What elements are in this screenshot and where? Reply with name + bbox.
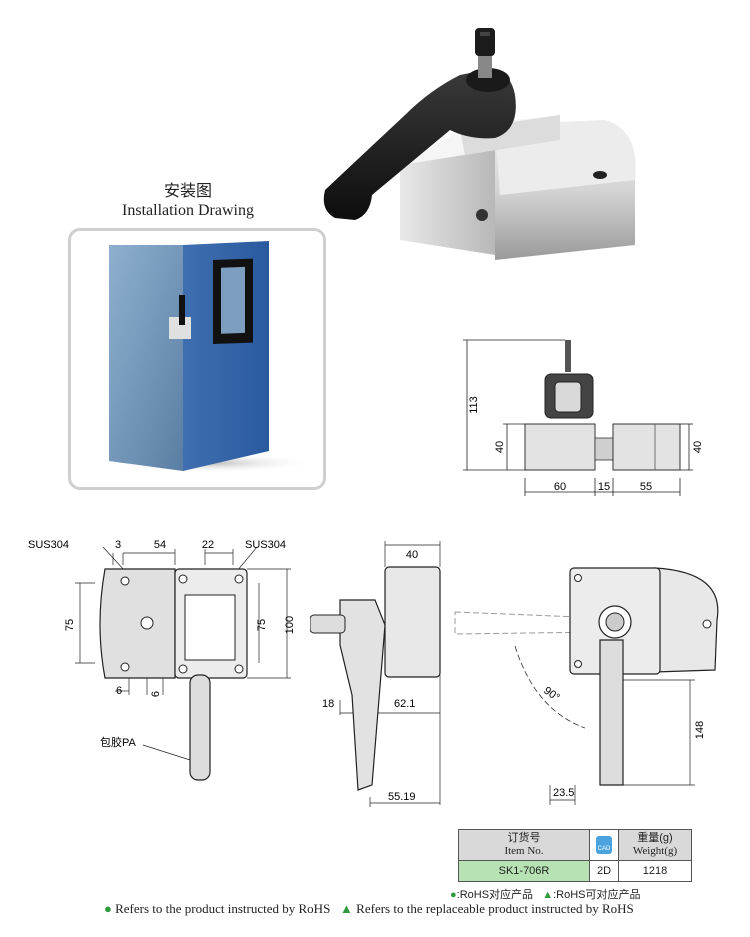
legend-replace-en: Refers to the replaceable product instru… xyxy=(356,901,634,916)
front-dim-100: 100 xyxy=(284,616,296,634)
rotation-dim-148: 148 xyxy=(694,721,706,739)
side-dim-40-left: 40 xyxy=(494,441,506,453)
profile-view: 40 18 62.1 55.19 xyxy=(310,541,441,807)
material-left: SUS304 xyxy=(28,539,69,551)
side-dim-55: 55 xyxy=(640,481,652,493)
table-cad-value: 2D xyxy=(589,860,619,882)
table-head-item-en: Item No. xyxy=(504,845,544,857)
side-dim-15: 15 xyxy=(598,481,610,493)
front-dim-75-left: 75 xyxy=(64,619,76,631)
profile-dim-40: 40 xyxy=(406,549,418,561)
rotation-view: 90° 148 23.5 xyxy=(454,567,719,805)
install-title-en: Installation Drawing xyxy=(122,202,254,219)
material-right: SUS304 xyxy=(245,539,286,551)
table-head-weight: 重量(g) Weight(g) xyxy=(618,829,692,861)
legend-replace-cn: :RoHS可对应产品 xyxy=(553,889,641,901)
table-head-weight-en: Weight(g) xyxy=(632,845,678,857)
install-frame xyxy=(68,228,326,490)
profile-dim-18: 18 xyxy=(322,698,334,710)
install-title-cn: 安装图 xyxy=(163,183,212,200)
legend-cn: ●:RoHS对应产品 ▲:RoHS可对应产品 xyxy=(450,886,641,902)
front-dim-54: 54 xyxy=(154,539,166,551)
side-dim-60: 60 xyxy=(554,481,566,493)
front-view: SUS304 SUS304 3 54 22 75 75 100 6 6 包胶PA xyxy=(28,539,296,781)
front-dim-75-right: 75 xyxy=(256,619,268,631)
order-table: 订货号 Item No. CAD 重量(g) Weight(g) SK1-706… xyxy=(458,829,692,882)
table-head-item-cn: 订货号 xyxy=(507,832,541,844)
rohs-triangle-icon: ▲ xyxy=(542,889,554,901)
front-dim-6b: 6 xyxy=(150,691,162,697)
side-dim-113: 113 xyxy=(468,396,480,414)
profile-dim-55: 55.19 xyxy=(388,791,416,803)
rotation-angle: 90° xyxy=(541,685,562,704)
table-head-weight-cn: 重量(g) xyxy=(637,832,673,844)
table-item-value: SK1-706R xyxy=(458,860,590,882)
legend-rohs-en: Refers to the product instructed by RoHS xyxy=(115,901,331,916)
install-title: 安装图 Installation Drawing xyxy=(0,182,376,220)
side-view: 113 40 40 60 15 55 xyxy=(463,339,704,496)
legend-en: ● Refers to the product instructed by Ro… xyxy=(104,901,634,917)
material-grip: 包胶PA xyxy=(100,735,137,749)
front-dim-6a: 6 xyxy=(116,685,122,697)
legend-rohs-cn: :RoHS对应产品 xyxy=(456,889,534,901)
rohs-dot-icon-en: ● xyxy=(104,901,112,916)
table-head-item: 订货号 Item No. xyxy=(458,829,590,861)
table-weight-value: 1218 xyxy=(618,860,692,882)
rotation-dim-23: 23.5 xyxy=(553,787,574,799)
front-dim-3: 3 xyxy=(115,539,121,551)
cad-icon: CAD xyxy=(596,836,612,854)
cabinet-illustration xyxy=(106,241,316,473)
table-head-cad: CAD xyxy=(589,829,619,861)
profile-dim-62: 62.1 xyxy=(394,698,415,710)
product-render xyxy=(323,28,636,260)
rohs-triangle-icon-en: ▲ xyxy=(340,901,353,916)
side-dim-40-right: 40 xyxy=(692,441,704,453)
rohs-dot-icon: ● xyxy=(450,889,457,901)
front-dim-22: 22 xyxy=(202,539,214,551)
